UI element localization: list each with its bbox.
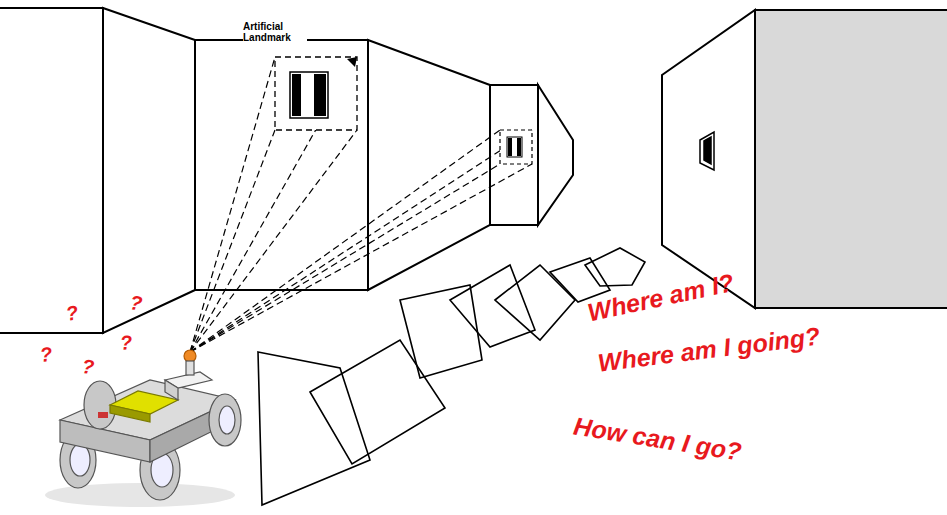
question-mark: ? <box>119 332 133 354</box>
question-mark: ? <box>64 302 80 325</box>
mobile-robot <box>45 350 241 507</box>
artificial-landmark <box>275 57 532 164</box>
status-question: How can I go? <box>570 412 745 465</box>
question-mark: ? <box>39 344 53 366</box>
status-question: Where am I going? <box>594 322 823 376</box>
landmark-label: Artificial Landmark <box>243 22 307 43</box>
sight-lines <box>190 57 532 352</box>
door-icon <box>700 132 714 170</box>
robot-path <box>258 248 645 505</box>
status-question: Where am I? <box>583 269 738 326</box>
corridor-walls <box>0 8 947 333</box>
question-mark: ? <box>81 356 95 378</box>
